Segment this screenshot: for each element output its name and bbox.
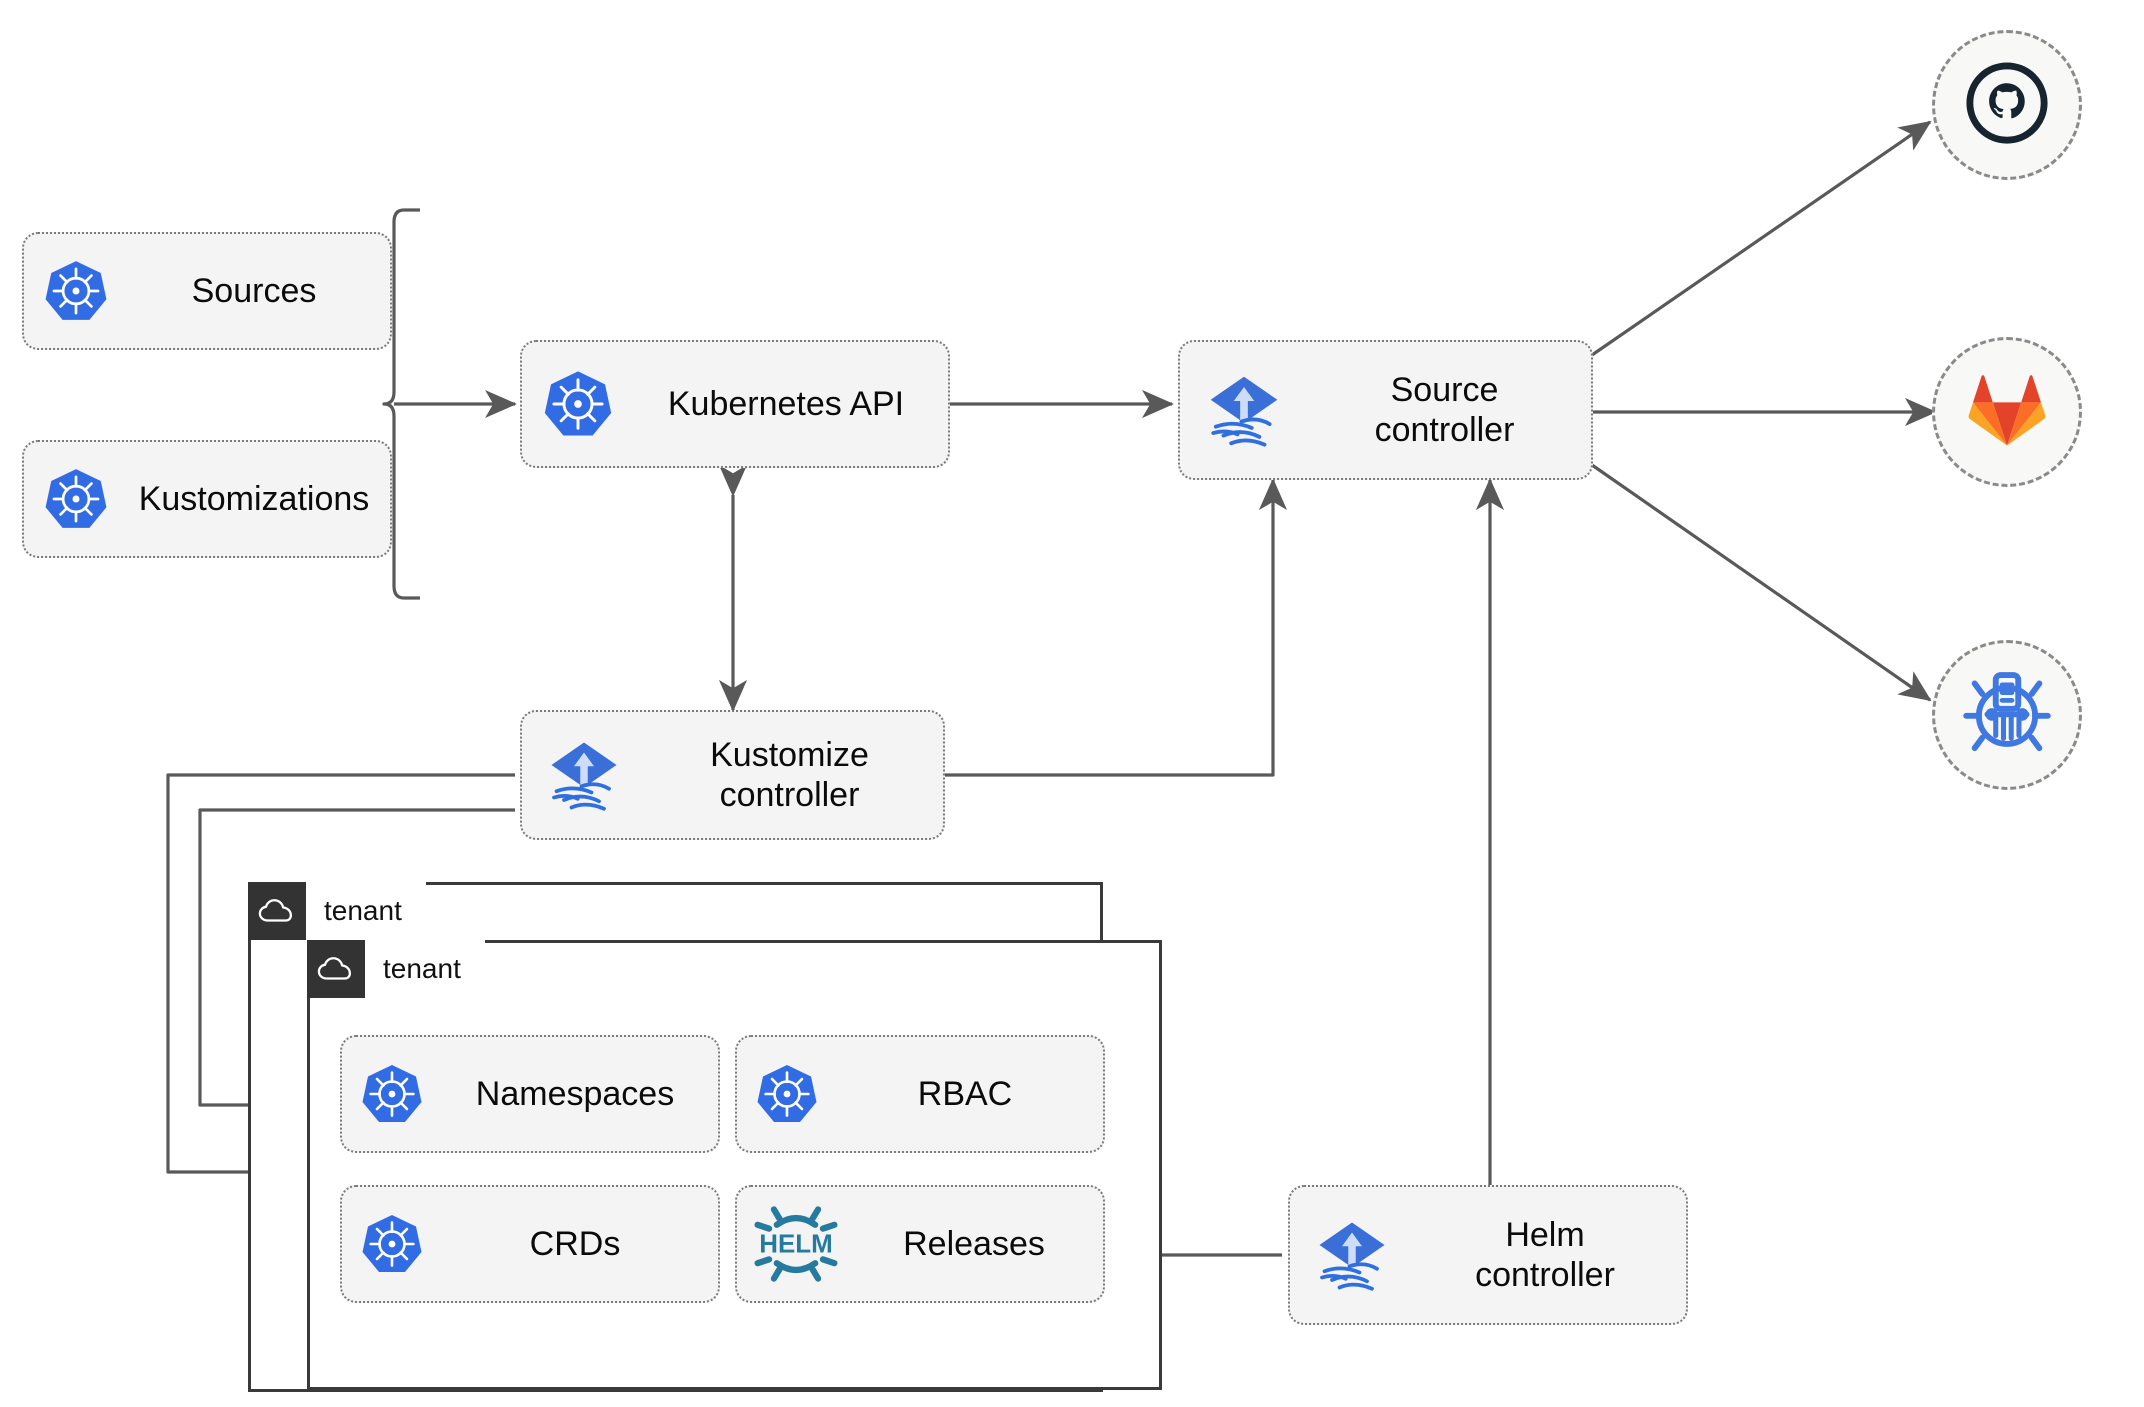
node-helm-controller[interactable]: Helm controller [1288,1185,1688,1325]
tenant-tab: tenant [307,940,485,998]
kubernetes-icon [737,1062,837,1126]
tenant-label: tenant [306,882,426,940]
provider-bucket[interactable] [1932,640,2082,790]
flux-icon [1180,369,1308,451]
provider-gitlab[interactable] [1932,337,2082,487]
card-sources[interactable]: Sources [22,232,392,350]
kubernetes-icon [522,368,634,440]
helm-icon: HELM [737,1205,855,1283]
node-label: Kustomize controller [710,735,869,814]
kubernetes-icon [24,258,128,324]
node-label: Source controller [1374,370,1515,449]
tenant-tab: tenant [248,882,426,940]
card-label: Releases [903,1224,1045,1263]
arrow-kustomize-to-source [945,478,1288,777]
provider-github[interactable] [1932,30,2082,180]
card-crds[interactable]: CRDs [340,1185,720,1303]
card-rbac[interactable]: RBAC [735,1035,1105,1153]
arrow-source-to-github [1591,120,1932,357]
card-kustomizations[interactable]: Kustomizations [22,440,392,558]
cloud-icon [248,882,306,940]
kubernetes-icon [342,1212,442,1276]
node-kustomize-controller[interactable]: Kustomize controller [520,710,945,840]
cloud-icon [307,940,365,998]
card-label: RBAC [917,1074,1013,1113]
node-label: Helm controller [1475,1215,1615,1294]
card-label: Sources [191,271,317,310]
node-kubernetes-api[interactable]: Kubernetes API [520,340,950,468]
kubernetes-icon [24,466,128,532]
svg-text:HELM: HELM [759,1231,832,1259]
node-source-controller[interactable]: Source controller [1178,340,1593,480]
flux-icon [1290,1215,1414,1295]
node-label: Kubernetes API [667,384,905,423]
kubernetes-icon [342,1062,442,1126]
arrow-source-to-bucket [1591,463,1932,702]
bucket-icon [1962,668,2052,763]
card-label: Kustomizations [138,479,370,518]
card-namespaces[interactable]: Namespaces [340,1035,720,1153]
tenant-box-front[interactable]: tenant [307,940,1162,1390]
flux-icon [522,735,646,815]
github-icon [1963,59,2051,152]
card-label: Namespaces [475,1074,675,1113]
card-label: CRDs [529,1224,621,1263]
gitlab-icon [1965,370,2049,455]
tenant-label: tenant [365,940,485,998]
card-releases[interactable]: HELM Releases [735,1185,1105,1303]
